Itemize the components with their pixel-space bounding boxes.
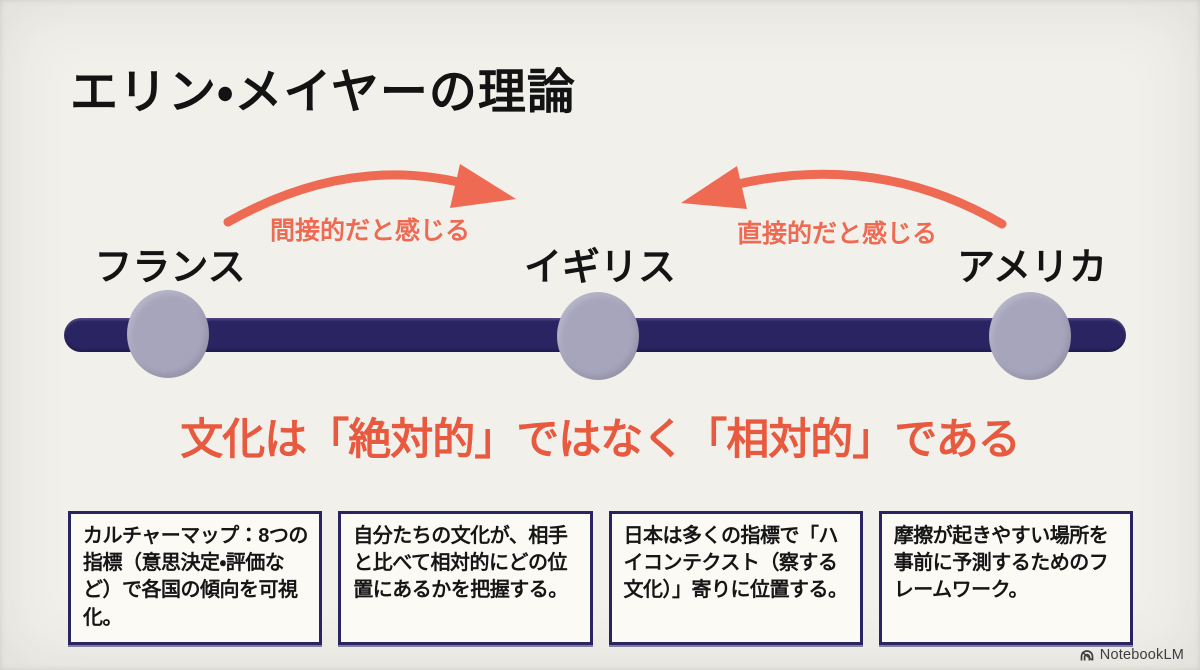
note-box-japan-high-context: 日本は多くの指標で「ハイコンテクスト（察する文化）」寄りに位置する。 [608, 511, 863, 645]
page-title: エリン・メイヤーの理論 [70, 66, 576, 119]
right-curved-arrow-icon [681, 166, 1007, 229]
spectrum-point-france [127, 290, 209, 378]
left-curved-arrow-icon [223, 164, 516, 227]
notebooklm-watermark: NotebookLM [1079, 647, 1184, 663]
country-label-france: フランス [94, 247, 246, 289]
note-box-relative-position: 自分たちの文化が、相手と比べて相対的にどの位置にあるかを把握する。 [338, 511, 593, 645]
country-label-usa: アメリカ [956, 247, 1108, 289]
spectrum-point-uk [557, 292, 639, 380]
spectrum-point-usa [989, 292, 1071, 380]
notebooklm-logo-icon [1080, 650, 1094, 661]
headline: 文化は「絶対的」ではなく「相対的」である [180, 416, 1021, 464]
note-box-friction-framework: 摩擦が起きやすい場所を事前に予測するためのフレームワーク。 [878, 511, 1133, 645]
country-label-uk: イギリス [523, 247, 676, 289]
notebooklm-brand-text: NotebookLM [1099, 647, 1184, 663]
note-box-culture-map: カルチャーマップ：8つの指標（意思決定・評価など）で各国の傾向を可視化。 [68, 511, 323, 645]
right-arrow-label: 直接的だと感じる [737, 220, 938, 248]
left-arrow-label: 間接的だと感じる [270, 217, 471, 245]
notes-row: カルチャーマップ：8つの指標（意思決定・評価など）で各国の傾向を可視化。 自分た… [68, 511, 1133, 645]
